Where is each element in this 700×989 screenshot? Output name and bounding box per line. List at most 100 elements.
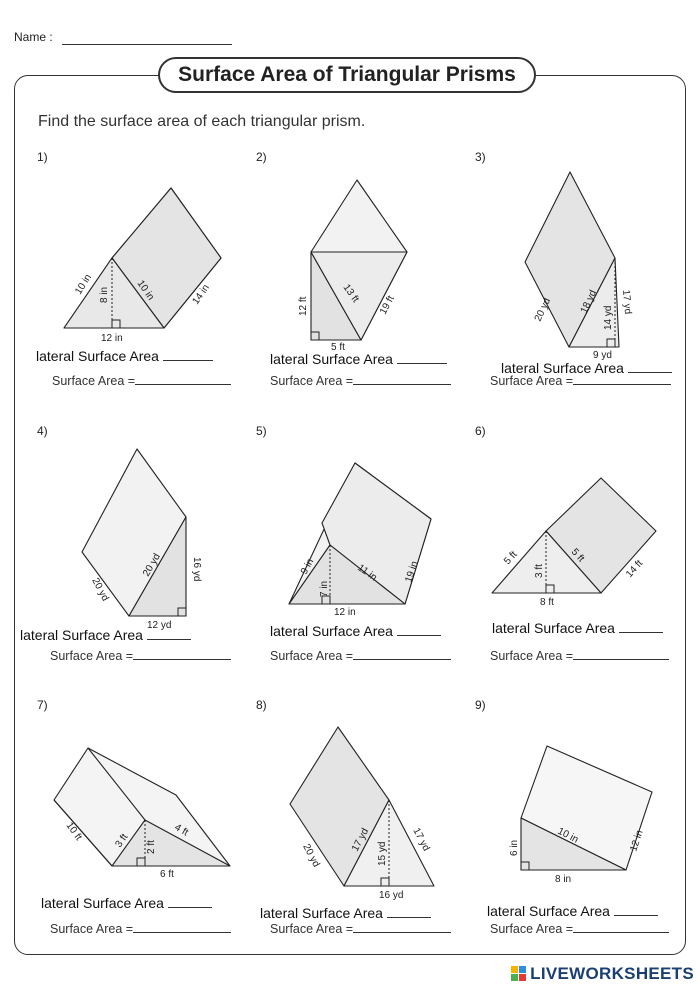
lateral-answer-field-3[interactable] bbox=[627, 360, 672, 373]
surface-answer-field-6[interactable] bbox=[573, 647, 670, 660]
surface-answer-field-1[interactable] bbox=[135, 372, 232, 385]
prism-4-base-triangle bbox=[128, 516, 187, 617]
label-1-e: 12 in bbox=[101, 333, 123, 344]
liveworksheets-logo-icon bbox=[511, 966, 527, 982]
surface-answer-field-5[interactable] bbox=[353, 647, 452, 660]
label-9-d: 8 in bbox=[555, 874, 571, 885]
name-label: Name : bbox=[14, 30, 53, 44]
label-8-c: 15 yd bbox=[377, 842, 388, 866]
answer-2-surface: Surface Area = bbox=[270, 372, 452, 388]
problem-number-7: 7) bbox=[37, 698, 48, 712]
lateral-label: lateral Surface Area bbox=[270, 351, 393, 367]
lateral-answer-field-4[interactable] bbox=[146, 627, 191, 640]
lateral-answer-field-2[interactable] bbox=[396, 351, 447, 364]
lateral-label: lateral Surface Area bbox=[260, 905, 383, 921]
answer-4-surface: Surface Area = bbox=[50, 647, 232, 663]
surface-answer-field-4[interactable] bbox=[133, 647, 232, 660]
label-3-d: 17 yd bbox=[620, 289, 633, 314]
lateral-label: lateral Surface Area bbox=[20, 627, 143, 643]
surface-answer-field-3[interactable] bbox=[573, 372, 672, 385]
label-3-c: 14 yd bbox=[603, 306, 614, 330]
surface-label: Surface Area = bbox=[270, 649, 354, 663]
answer-1-surface: Surface Area = bbox=[52, 372, 232, 388]
surface-answer-field-8[interactable] bbox=[353, 920, 452, 933]
answer-9-lateral: lateral Surface Area bbox=[487, 903, 658, 919]
answer-5-lateral: lateral Surface Area bbox=[270, 623, 441, 639]
problem-number-6: 6) bbox=[475, 424, 486, 438]
prism-3-base-triangle bbox=[568, 257, 620, 348]
surface-label: Surface Area = bbox=[270, 374, 354, 388]
prism-9-base-triangle bbox=[520, 817, 627, 871]
lateral-answer-field-5[interactable] bbox=[396, 623, 441, 636]
answer-4-lateral: lateral Surface Area bbox=[20, 627, 191, 643]
problem-number-9: 9) bbox=[475, 698, 486, 712]
lateral-label: lateral Surface Area bbox=[36, 348, 159, 364]
lateral-label: lateral Surface Area bbox=[270, 623, 393, 639]
label-6-b: 3 ft bbox=[534, 564, 545, 578]
label-5-e: 12 in bbox=[334, 607, 356, 618]
page-title: Surface Area of Triangular Prisms bbox=[158, 57, 536, 93]
answer-3-lateral: lateral Surface Area bbox=[501, 360, 672, 376]
prism-5-slant-face bbox=[321, 462, 432, 605]
label-4-c: 16 yd bbox=[191, 557, 202, 581]
label-2-d: 5 ft bbox=[331, 342, 345, 353]
label-7-e: 6 ft bbox=[160, 869, 174, 880]
label-4-d: 12 yd bbox=[147, 620, 171, 631]
label-6-e: 8 ft bbox=[540, 597, 554, 608]
surface-answer-field-7[interactable] bbox=[133, 920, 232, 933]
answer-6-lateral: lateral Surface Area bbox=[492, 620, 663, 636]
lateral-answer-field-7[interactable] bbox=[167, 895, 212, 908]
label-7-c: 2 ft bbox=[146, 840, 157, 854]
problem-number-2: 2) bbox=[256, 150, 267, 164]
problem-number-3: 3) bbox=[475, 150, 486, 164]
surface-label: Surface Area = bbox=[50, 649, 134, 663]
liveworksheets-logo[interactable]: LIVEWORKSHEETS bbox=[511, 964, 694, 984]
lateral-label: lateral Surface Area bbox=[487, 903, 610, 919]
surface-answer-field-9[interactable] bbox=[573, 920, 670, 933]
lateral-answer-field-8[interactable] bbox=[386, 905, 431, 918]
surface-label: Surface Area = bbox=[490, 374, 574, 388]
logo-text: LIVEWORKSHEETS bbox=[530, 964, 694, 983]
answer-2-lateral: lateral Surface Area bbox=[270, 351, 447, 367]
answer-3-surface: Surface Area = bbox=[490, 372, 672, 388]
problem-number-8: 8) bbox=[256, 698, 267, 712]
prism-5-base-triangle bbox=[288, 544, 406, 605]
answer-5-surface: Surface Area = bbox=[270, 647, 452, 663]
surface-label: Surface Area = bbox=[490, 922, 574, 936]
surface-label: Surface Area = bbox=[270, 922, 354, 936]
problem-number-1: 1) bbox=[37, 150, 48, 164]
label-3-e: 9 yd bbox=[593, 350, 612, 361]
answer-7-surface: Surface Area = bbox=[50, 920, 232, 936]
surface-label: Surface Area = bbox=[50, 922, 134, 936]
lateral-answer-field-6[interactable] bbox=[618, 620, 663, 633]
label-8-e: 16 yd bbox=[379, 890, 403, 901]
answer-6-surface: Surface Area = bbox=[490, 647, 670, 663]
label-5-b: 7 in bbox=[319, 581, 330, 597]
surface-label: Surface Area = bbox=[52, 374, 136, 388]
problem-number-4: 4) bbox=[37, 424, 48, 438]
answer-8-surface: Surface Area = bbox=[270, 920, 452, 936]
prism-2-slant-face bbox=[310, 251, 408, 341]
lateral-label: lateral Surface Area bbox=[41, 895, 164, 911]
instructions: Find the surface area of each triangular… bbox=[38, 113, 366, 130]
lateral-answer-field-9[interactable] bbox=[613, 903, 658, 916]
label-1-b: 8 in bbox=[99, 287, 110, 303]
lateral-answer-field-1[interactable] bbox=[162, 348, 213, 361]
surface-answer-field-2[interactable] bbox=[353, 372, 452, 385]
answer-9-surface: Surface Area = bbox=[490, 920, 670, 936]
label-2-a: 12 ft bbox=[298, 296, 309, 316]
name-field[interactable] bbox=[62, 44, 232, 45]
answer-8-lateral: lateral Surface Area bbox=[260, 905, 431, 921]
label-9-a: 6 in bbox=[509, 840, 520, 856]
problem-number-5: 5) bbox=[256, 424, 267, 438]
lateral-label: lateral Surface Area bbox=[492, 620, 615, 636]
